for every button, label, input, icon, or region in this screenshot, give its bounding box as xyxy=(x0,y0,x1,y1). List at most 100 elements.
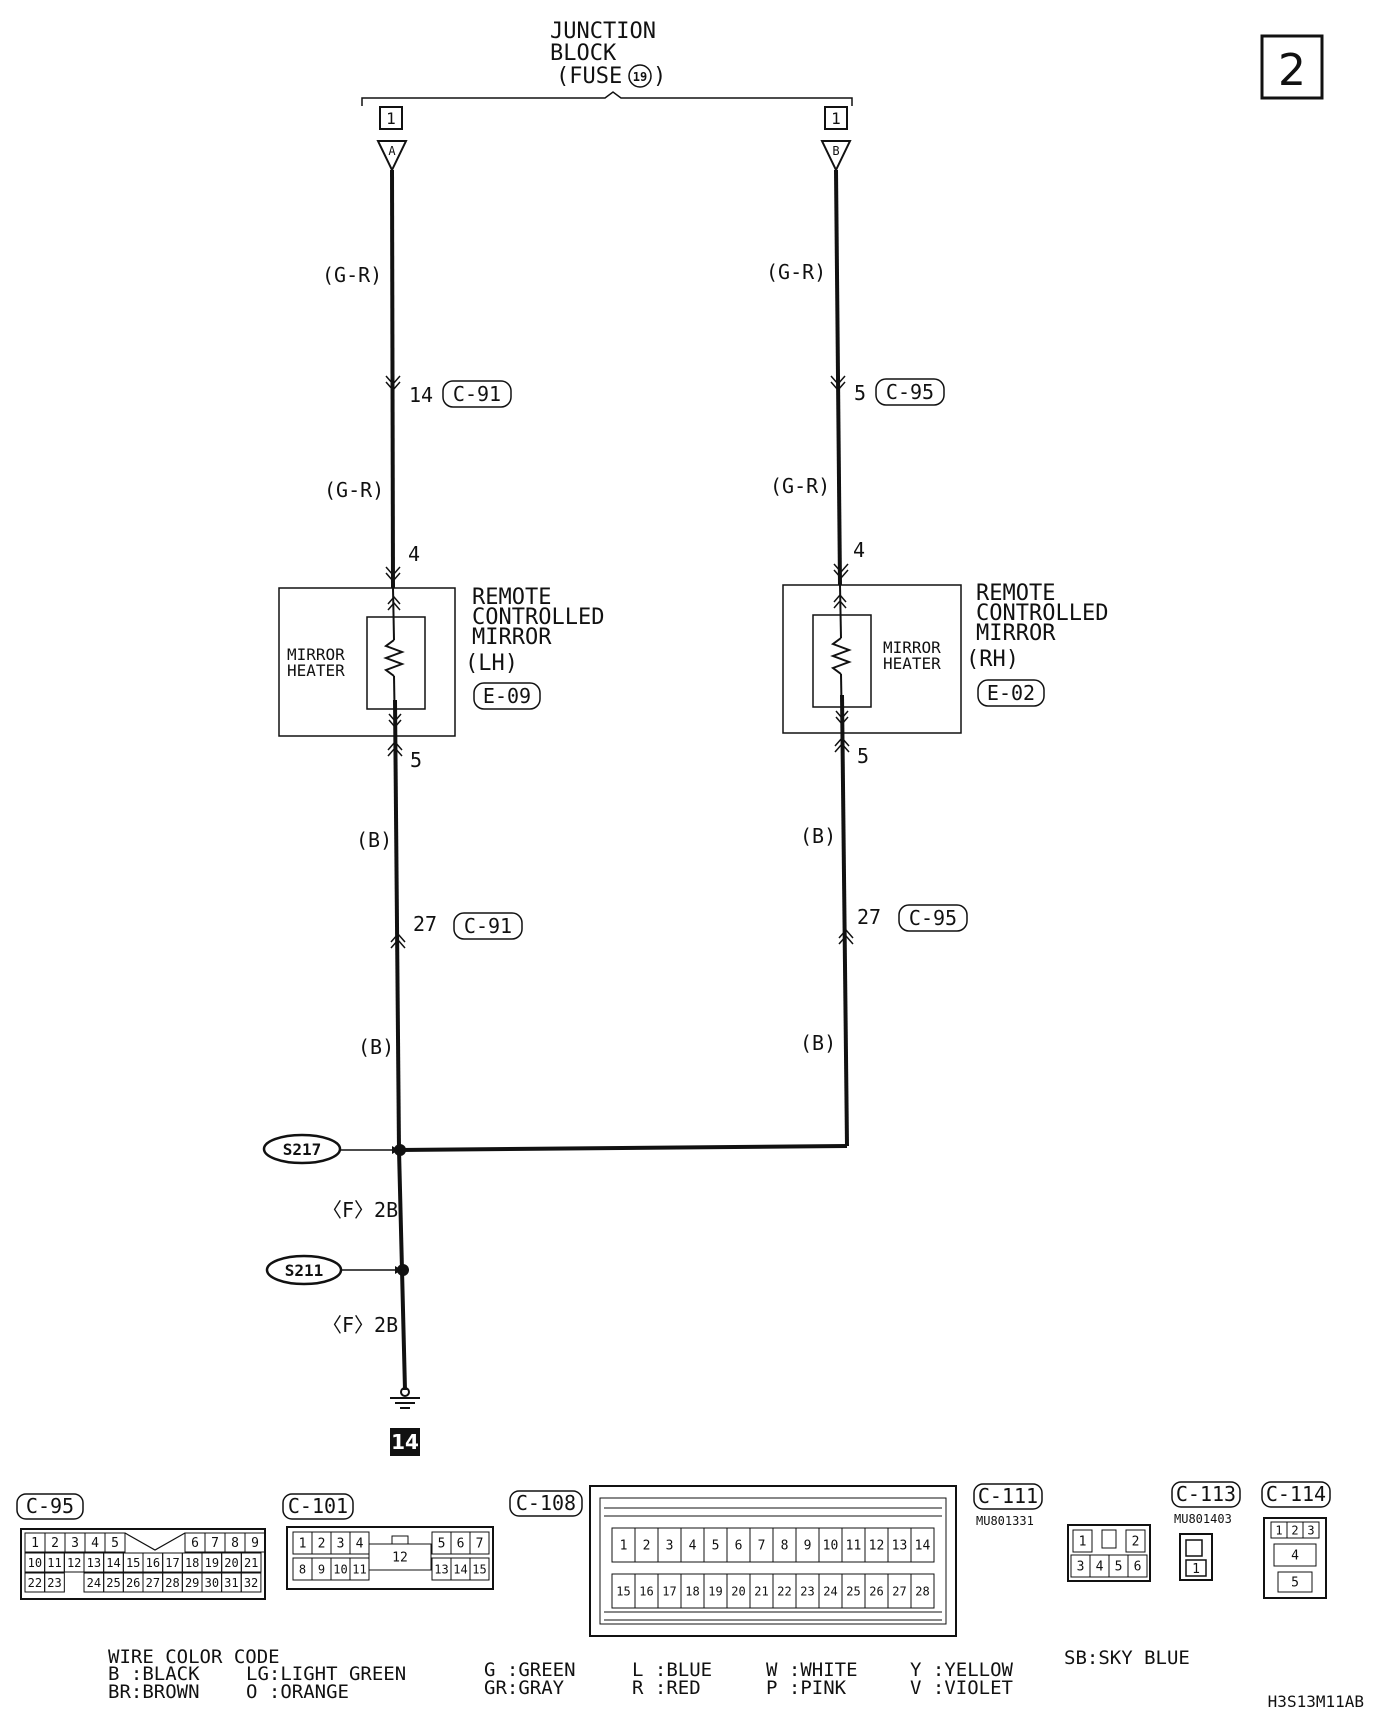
c95-pin-23: 23 xyxy=(47,1576,61,1590)
right-wire-top-color: (G-R) xyxy=(766,260,826,284)
wire-color-entry-5-1: V :VIOLET xyxy=(910,1677,1013,1699)
c95-pin-12: 12 xyxy=(67,1556,81,1570)
c108-pin-16: 16 xyxy=(639,1585,653,1599)
junction-block-line3-end: ) xyxy=(653,64,666,89)
left-terminal-box xyxy=(379,106,403,130)
c108-label-badge xyxy=(509,1490,583,1517)
c108-pin-11: 11 xyxy=(846,1539,862,1554)
left-heater-chevron-top xyxy=(387,595,401,611)
c111-pin-1: 1 xyxy=(1079,1535,1087,1550)
c108-pin-19: 19 xyxy=(708,1585,722,1599)
left-mirror-outer-box xyxy=(278,587,456,737)
c111-pin-3: 3 xyxy=(1077,1560,1085,1575)
c108-pin-22: 22 xyxy=(777,1585,791,1599)
c95-pin-3: 3 xyxy=(71,1536,79,1551)
left-heater-box xyxy=(366,616,426,710)
splice-s217-dot xyxy=(394,1144,406,1156)
c95-pin-20: 20 xyxy=(224,1556,238,1570)
left-wire-bottom2-color: (B) xyxy=(358,1035,394,1059)
c108-pin-14: 14 xyxy=(915,1539,931,1554)
left-pin-in: 4 xyxy=(408,542,420,566)
right-wire-top xyxy=(834,169,842,586)
left-mirror-title-2: CONTROLLED xyxy=(472,605,604,630)
c95-label: C-95 xyxy=(26,1494,74,1518)
c114-pin-5-cell xyxy=(1277,1571,1313,1593)
right-mirror-title-1: REMOTE xyxy=(976,581,1055,606)
right-heater-label-2: HEATER xyxy=(883,654,941,673)
c101-label: C-101 xyxy=(288,1494,348,1518)
page-number-box xyxy=(1260,34,1324,100)
c95-pin-11: 11 xyxy=(47,1556,61,1570)
c113-pin-box xyxy=(1185,1559,1207,1577)
c114-pin-4-cell xyxy=(1273,1543,1317,1567)
right-wire-bottom2-color: (B) xyxy=(800,1031,836,1055)
c108-pin-20: 20 xyxy=(731,1585,745,1599)
right-heater-lead-top xyxy=(839,584,842,639)
c95-pin-9-cell xyxy=(244,1532,266,1553)
wire-color-entry-4-0: W :WHITE xyxy=(766,1659,858,1681)
c101-pin-5: 5 xyxy=(438,1537,446,1552)
c113-label-badge xyxy=(1171,1481,1241,1508)
junction-block-line2: BLOCK xyxy=(550,41,617,66)
left-mirror-conn-badge xyxy=(473,682,541,710)
wire-color-entry-4-1: P :PINK xyxy=(766,1677,847,1699)
c101-pin-7: 7 xyxy=(476,1537,484,1552)
c108-pin-6: 6 xyxy=(735,1539,743,1554)
c108-pin-7: 7 xyxy=(758,1539,766,1554)
c95-pin-24: 24 xyxy=(87,1576,101,1590)
left-pin-out: 5 xyxy=(410,748,422,772)
c114-pin-1: 1 xyxy=(1275,1524,1282,1538)
c95-pin-29: 29 xyxy=(185,1576,199,1590)
c95-pin-15: 15 xyxy=(126,1556,140,1570)
c95-pin-19: 19 xyxy=(205,1556,219,1570)
splice-wire-2: 〈F〉2B xyxy=(322,1313,398,1337)
right-conn-bottom: C-95 xyxy=(909,906,957,930)
right-mirror-conn-badge xyxy=(977,679,1045,707)
wire-color-entry-0-1: BR:BROWN xyxy=(108,1681,200,1703)
left-conn-bottom-badge xyxy=(453,912,523,940)
left-terminal-letter: A xyxy=(388,144,396,158)
splice-bus-wire xyxy=(398,1144,848,1152)
right-mirror-conn: E-02 xyxy=(987,681,1035,705)
right-heater-label-1: MIRROR xyxy=(883,638,941,657)
right-terminal-letter: B xyxy=(832,144,839,158)
c95-pin-7: 7 xyxy=(211,1536,219,1551)
c95-pin-23-cell xyxy=(44,1572,65,1593)
c95-key-notch xyxy=(124,1532,186,1551)
c114-pin-3-cell xyxy=(1302,1521,1320,1539)
c108-pin-25: 25 xyxy=(846,1585,860,1599)
c101-pin-12: 12 xyxy=(392,1551,408,1566)
junction-block-line1: JUNCTION xyxy=(550,19,656,44)
wire-color-entry-6-0: SB:SKY BLUE xyxy=(1064,1647,1190,1669)
c101-pin-2: 2 xyxy=(318,1537,326,1552)
c108-pin-10: 10 xyxy=(823,1539,839,1554)
c101-pin-13: 13 xyxy=(434,1563,448,1577)
right-heater-chevron-top xyxy=(833,593,847,609)
left-mirror-title-3: MIRROR xyxy=(472,625,552,650)
right-mirror-title-4: (RH) xyxy=(966,647,1019,672)
c111-part: MU801331 xyxy=(976,1514,1034,1528)
c95-pin-21-cell xyxy=(240,1552,262,1573)
c95-pin-1: 1 xyxy=(31,1536,39,1551)
right-mirror-title-3: MIRROR xyxy=(976,621,1056,646)
c108-pin-24: 24 xyxy=(823,1585,837,1599)
c95-pin-6: 6 xyxy=(191,1536,199,1551)
c111-housing xyxy=(1067,1524,1151,1582)
junction-block-bracket xyxy=(361,91,853,106)
c95-pin-4: 4 xyxy=(91,1536,99,1551)
fuse-number-circle xyxy=(628,64,652,88)
left-wire-top-color: (G-R) xyxy=(322,263,382,287)
c95-pin-13: 13 xyxy=(87,1556,101,1570)
c111-label-badge xyxy=(973,1483,1043,1510)
c108-pin-21: 21 xyxy=(754,1585,768,1599)
left-conn-bottom: C-91 xyxy=(464,914,512,938)
right-conn-top-pin: 5 xyxy=(854,381,866,405)
c101-pin-3: 3 xyxy=(337,1537,345,1552)
c95-pin-16: 16 xyxy=(146,1556,160,1570)
left-terminal-arrow xyxy=(376,140,408,173)
